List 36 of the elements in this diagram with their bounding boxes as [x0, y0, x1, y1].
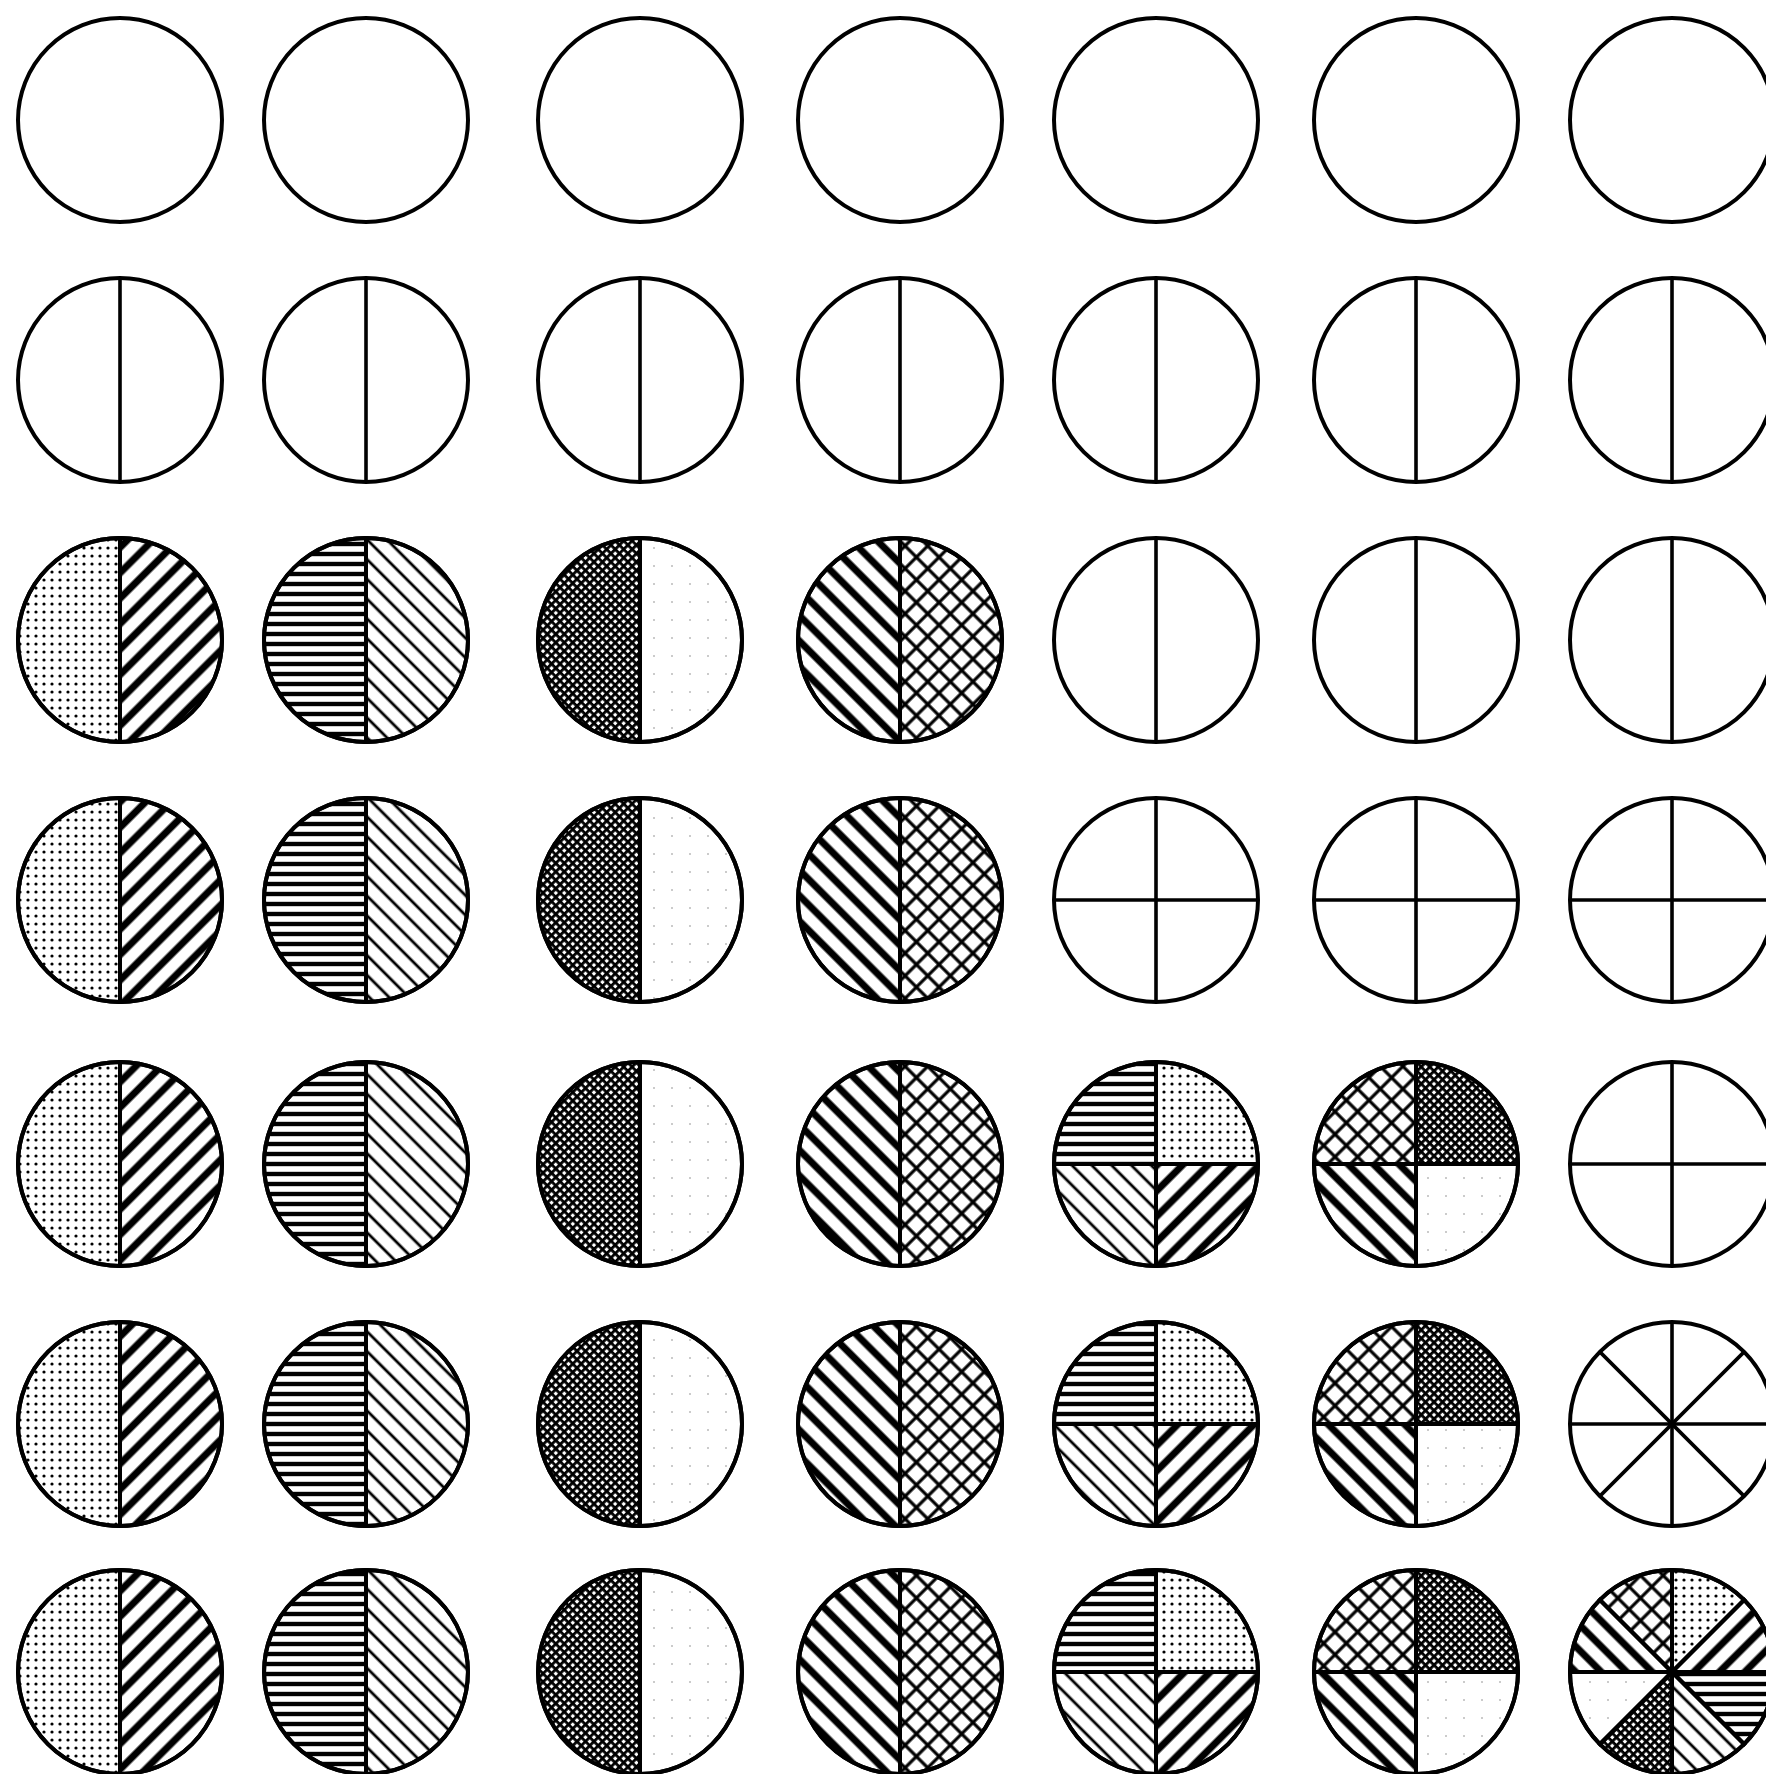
divided-circle [796, 1320, 1004, 1528]
divided-circle [262, 536, 470, 744]
divided-circle [536, 16, 744, 224]
divided-circle [1052, 1320, 1260, 1528]
divided-circle [536, 1060, 744, 1268]
divided-circle [796, 536, 1004, 744]
divided-circle [16, 536, 224, 744]
divided-circle [1312, 1060, 1520, 1268]
divided-circle [16, 1060, 224, 1268]
divided-circle [1052, 796, 1260, 1004]
divided-circle [1052, 536, 1260, 744]
divided-circle [1312, 16, 1520, 224]
divided-circle [536, 1320, 744, 1528]
divided-circle [262, 796, 470, 1004]
divided-circle [536, 276, 744, 484]
divided-circle [536, 536, 744, 744]
divided-circle [796, 796, 1004, 1004]
divided-circle [1312, 1320, 1520, 1528]
divided-circle [796, 16, 1004, 224]
divided-circle [16, 16, 224, 224]
divided-circle [16, 276, 224, 484]
divided-circle [796, 276, 1004, 484]
divided-circle [16, 796, 224, 1004]
divided-circle [262, 16, 470, 224]
divided-circle [1052, 1060, 1260, 1268]
divided-circle [262, 1320, 470, 1528]
divided-circle [1312, 276, 1520, 484]
divided-circle [796, 1060, 1004, 1268]
divided-circle [536, 796, 744, 1004]
divided-circle [16, 1320, 224, 1528]
divided-circle [1052, 16, 1260, 224]
divided-circle [262, 1060, 470, 1268]
divided-circle [1312, 796, 1520, 1004]
divided-circle [262, 276, 470, 484]
divided-circle [1052, 276, 1260, 484]
divided-circle [1312, 536, 1520, 744]
